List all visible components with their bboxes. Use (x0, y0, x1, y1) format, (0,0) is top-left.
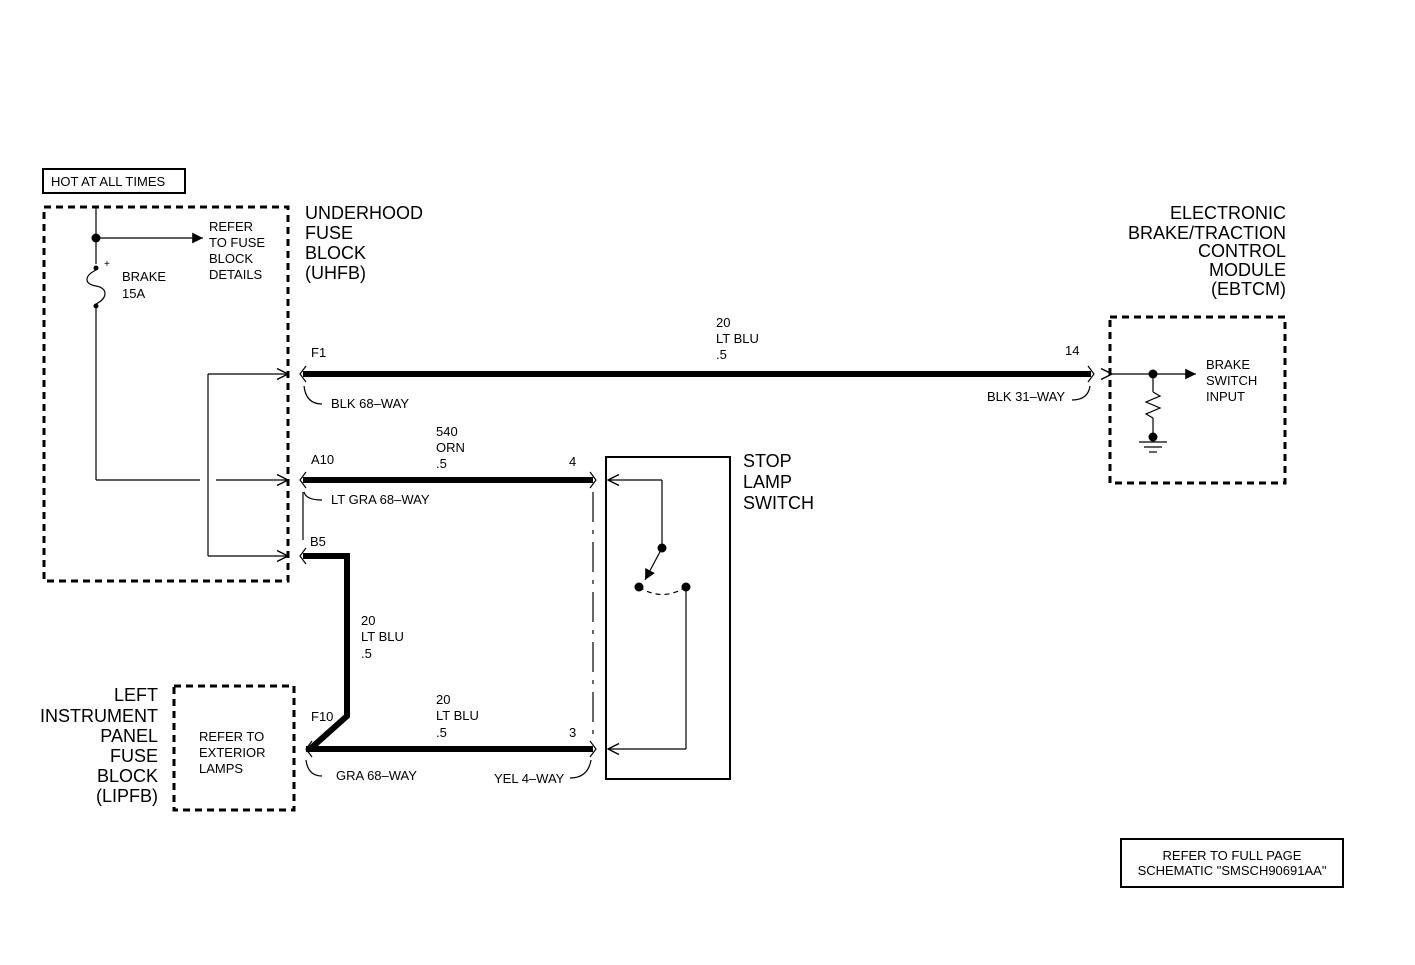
svg-text:STOP: STOP (743, 451, 792, 471)
resistor-icon (1144, 374, 1162, 442)
connector-lt-gra-68-way: LT GRA 68–WAY (331, 492, 430, 507)
svg-text:LAMPS: LAMPS (199, 761, 243, 776)
stop-lamp-switch-box (605, 456, 731, 780)
svg-text:+: + (104, 259, 110, 270)
full-page-schematic-reference: REFER TO FULL PAGE SCHEMATIC "SMSCH90691… (1120, 838, 1344, 888)
svg-text:.5: .5 (361, 646, 372, 661)
connector-gra-68-way: GRA 68–WAY (336, 768, 417, 783)
svg-text:TO FUSE: TO FUSE (209, 235, 265, 250)
pin-f1: F1 (311, 345, 326, 360)
svg-text:LT BLU: LT BLU (436, 708, 479, 723)
connector-yel-4-way: YEL 4–WAY (494, 771, 565, 786)
pin-b5: B5 (310, 534, 326, 549)
connector-blk-68-way: BLK 68–WAY (331, 396, 409, 411)
svg-text:540: 540 (436, 424, 458, 439)
vertical-wire-label: 20 LT BLU .5 (361, 613, 404, 661)
circuit-20-top-wire (299, 365, 1095, 383)
svg-text:(LIPFB): (LIPFB) (96, 786, 158, 806)
brake-switch-input-label: BRAKE SWITCH INPUT (1206, 357, 1257, 404)
refer-exterior-lamps-note: REFER TO EXTERIOR LAMPS (199, 729, 265, 776)
svg-text:BRAKE/TRACTION: BRAKE/TRACTION (1128, 223, 1286, 243)
svg-text:LT BLU: LT BLU (716, 331, 759, 346)
circuit-20-lt-blu-vertical-wire (299, 547, 350, 752)
svg-text:REFER: REFER (209, 219, 253, 234)
svg-text:BLOCK: BLOCK (305, 243, 366, 263)
svg-text:20: 20 (361, 613, 375, 628)
svg-text:20: 20 (436, 692, 450, 707)
connector-blk-31-way: BLK 31–WAY (987, 389, 1065, 404)
svg-text:.5: .5 (436, 725, 447, 740)
pin-a10: A10 (311, 452, 334, 467)
svg-text:DETAILS: DETAILS (209, 267, 263, 282)
svg-text:FUSE: FUSE (305, 223, 353, 243)
svg-text:LT BLU: LT BLU (361, 629, 404, 644)
svg-text:EXTERIOR: EXTERIOR (199, 745, 265, 760)
svg-text:BRAKE: BRAKE (122, 269, 166, 284)
underhood-fuse-block-box (42, 205, 290, 583)
ground-icon (1139, 441, 1167, 453)
svg-text:CONTROL: CONTROL (1198, 241, 1286, 261)
svg-text:BRAKE: BRAKE (1206, 357, 1250, 372)
svg-text:SWITCH: SWITCH (743, 493, 814, 513)
lipfb-box (172, 684, 296, 812)
lipfb-title: LEFT INSTRUMENT PANEL FUSE BLOCK (LIPFB) (40, 685, 158, 806)
stop-lamp-switch-icon (608, 480, 691, 749)
svg-text:(UHFB): (UHFB) (305, 263, 366, 283)
underhood-fuse-block-title: UNDERHOOD FUSE BLOCK (UHFB) (305, 203, 423, 283)
svg-text:REFER TO FULL PAGE: REFER TO FULL PAGE (1163, 848, 1302, 863)
svg-text:HOT AT ALL TIMES: HOT AT ALL TIMES (51, 174, 165, 189)
stop-lamp-switch-title: STOP LAMP SWITCH (743, 451, 814, 513)
svg-text:LEFT: LEFT (114, 685, 158, 705)
svg-text:SCHEMATIC "SMSCH90691AA": SCHEMATIC "SMSCH90691AA" (1138, 863, 1327, 878)
svg-text:.5: .5 (436, 456, 447, 471)
svg-text:FUSE: FUSE (110, 746, 158, 766)
svg-text:LAMP: LAMP (743, 472, 792, 492)
hot-at-all-times-label: HOT AT ALL TIMES (42, 168, 186, 194)
svg-text:INSTRUMENT: INSTRUMENT (40, 706, 158, 726)
circuit-540-orn-wire (299, 471, 597, 489)
svg-text:REFER TO: REFER TO (199, 729, 264, 744)
svg-text:(EBTCM): (EBTCM) (1211, 279, 1286, 299)
svg-text:BLOCK: BLOCK (97, 766, 158, 786)
svg-text:SWITCH: SWITCH (1206, 373, 1257, 388)
ebtcm-title: ELECTRONIC BRAKE/TRACTION CONTROL MODULE… (1128, 203, 1286, 299)
orn-wire-label: 540 ORN .5 (436, 424, 465, 471)
svg-text:15A: 15A (122, 286, 145, 301)
pin-f10: F10 (311, 709, 333, 724)
svg-text:PANEL: PANEL (100, 726, 158, 746)
refer-fuse-details-note: REFER TO FUSE BLOCK DETAILS (209, 219, 265, 282)
bottom-wire-label: 20 LT BLU .5 (436, 692, 479, 740)
svg-text:BLOCK: BLOCK (209, 251, 253, 266)
svg-text:UNDERHOOD: UNDERHOOD (305, 203, 423, 223)
brake-fuse-icon: + (86, 259, 110, 309)
pin-14: 14 (1065, 343, 1079, 358)
pin-3: 3 (569, 725, 576, 740)
svg-text:MODULE: MODULE (1209, 260, 1286, 280)
svg-text:.5: .5 (716, 347, 727, 362)
svg-text:INPUT: INPUT (1206, 389, 1245, 404)
circuit-20-bottom-wire (305, 740, 597, 758)
svg-text:ELECTRONIC: ELECTRONIC (1170, 203, 1286, 223)
svg-text:ORN: ORN (436, 440, 465, 455)
ebtcm-module-box (1108, 315, 1287, 485)
brake-fuse-label: BRAKE 15A (122, 269, 166, 301)
top-wire-label: 20 LT BLU .5 (716, 315, 759, 362)
pin-4: 4 (569, 454, 576, 469)
svg-text:20: 20 (716, 315, 730, 330)
